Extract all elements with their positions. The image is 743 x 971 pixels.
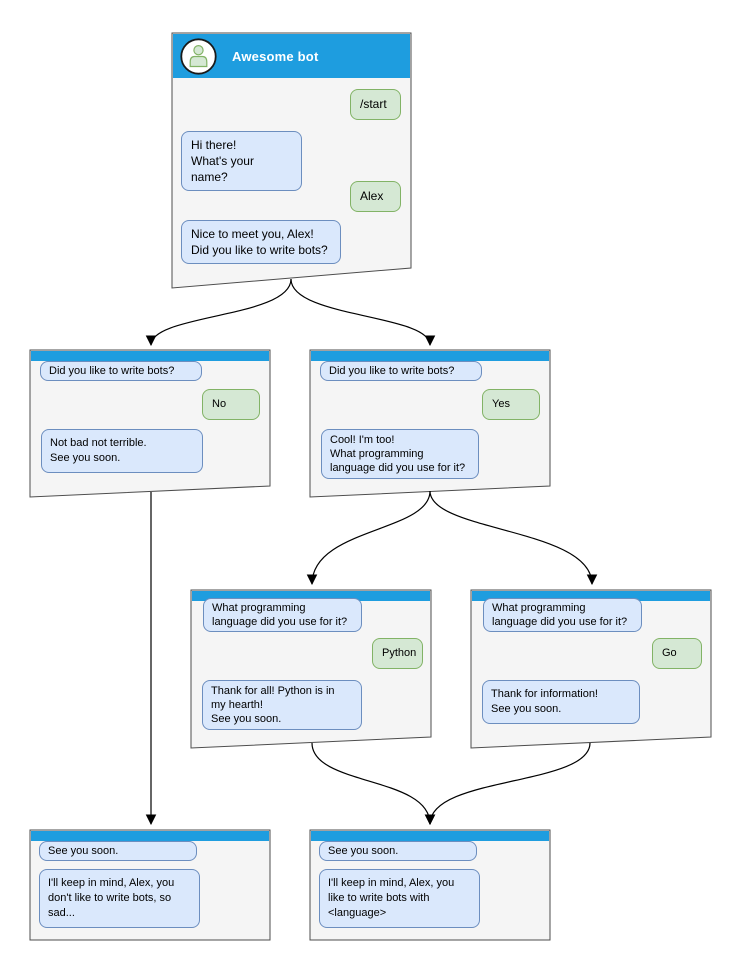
user-message-bubble: Yes <box>482 389 540 420</box>
arrow-yes-to-go <box>429 490 598 586</box>
chat-header-branch-yes <box>311 351 549 361</box>
bot-message-bubble: Did you like to write bots? <box>40 361 202 381</box>
bot-message-bubble: Thank for information! See you soon. <box>482 680 640 724</box>
bot-message-bubble: Thank for all! Python is in my hearth! S… <box>202 680 362 730</box>
chat-header-branch-go <box>472 591 710 601</box>
arrow-root-to-yes <box>290 278 436 347</box>
arrow-root-to-no <box>145 278 292 347</box>
chat-header-end-no <box>31 831 269 841</box>
user-message-bubble: Python <box>372 638 423 669</box>
user-message-bubble: /start <box>350 89 401 120</box>
bot-message-bubble: Cool! I'm too! What programming language… <box>321 429 479 479</box>
bot-message-bubble: See you soon. <box>319 841 477 861</box>
bot-message-bubble: I'll keep in mind, Alex, you like to wri… <box>319 869 480 928</box>
bot-message-bubble: Not bad not terrible. See you soon. <box>41 429 203 473</box>
arrow-go-to-end-yes <box>424 742 591 826</box>
chat-header-end-yes <box>311 831 549 841</box>
bot-message-bubble: Hi there! What's your name? <box>181 131 302 191</box>
bot-message-bubble: What programming language did you use fo… <box>203 598 362 632</box>
user-avatar-icon <box>180 37 217 75</box>
chat-header-branch-python <box>192 591 430 601</box>
chat-header-branch-no <box>31 351 269 361</box>
arrow-python-to-end-yes <box>311 742 436 826</box>
user-message-bubble: Go <box>652 638 702 669</box>
chat-title: Awesome bot <box>232 48 319 64</box>
bot-message-bubble: I'll keep in mind, Alex, you don't like … <box>39 869 200 928</box>
arrow-yes-to-python <box>306 490 431 586</box>
bot-message-bubble: What programming language did you use fo… <box>483 598 642 632</box>
user-message-bubble: No <box>202 389 260 420</box>
chat-header-root: Awesome bot <box>173 34 410 78</box>
bot-message-bubble: Did you like to write bots? <box>320 361 482 381</box>
bot-message-bubble: Nice to meet you, Alex! Did you like to … <box>181 220 341 264</box>
user-message-bubble: Alex <box>350 181 401 212</box>
bot-message-bubble: See you soon. <box>39 841 197 861</box>
